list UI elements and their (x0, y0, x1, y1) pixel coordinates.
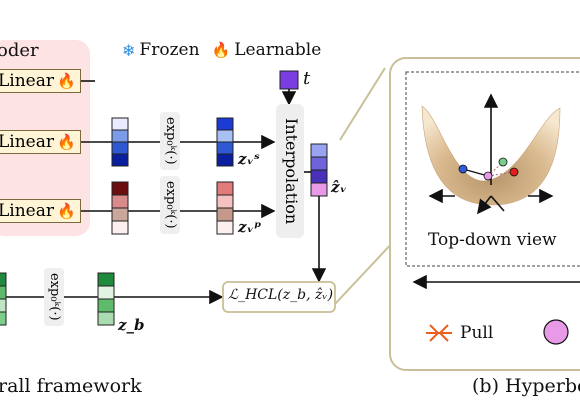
linear-label-2: Linear (0, 132, 54, 152)
red-point (509, 167, 519, 177)
pull-icon (426, 324, 452, 342)
t-block (279, 70, 299, 90)
flame-icon: 🔥 (57, 202, 76, 220)
linear-box-2: Linear 🔥 (0, 130, 81, 154)
pull-label: Pull (460, 323, 494, 343)
axis-front (477, 195, 492, 215)
linear-box-1: Linear 🔥 (0, 69, 81, 93)
connector-top (339, 67, 386, 141)
learnable-label: Learnable (234, 40, 322, 60)
exp-map-1: exp₀ᵏ(·) (160, 112, 180, 170)
flame-icon: 🔥 (57, 133, 76, 151)
loss-box (222, 281, 336, 313)
snowflake-icon: ❄ (122, 40, 136, 60)
legend: ❄ Frozen 🔥 Learnable (122, 40, 321, 60)
zvp-stack (216, 181, 234, 235)
zv-hat-stack (310, 143, 328, 197)
zvs-label: zᵥˢ (238, 150, 260, 168)
right-caption: (b) Hyperbo (472, 375, 580, 397)
pink-legend-circle (543, 319, 569, 345)
flame-icon: 🔥 (57, 72, 76, 90)
axis-back (490, 195, 505, 212)
frozen-label: Frozen (139, 40, 200, 60)
connector-bottom (334, 239, 396, 305)
zvs-stack (216, 117, 234, 167)
exp-map-3: exp₀ᵏ(·) (44, 268, 64, 326)
zb-stack (97, 272, 115, 326)
exp-map-2: exp₀ᵏ(·) (160, 176, 180, 234)
green-input-stack (0, 272, 7, 326)
linear-box-3: Linear 🔥 (0, 199, 81, 223)
zvp-label: zᵥᵖ (238, 218, 262, 236)
encoder-title: oder (0, 40, 39, 61)
view-label: Top-down view (428, 230, 557, 250)
green-point (498, 157, 508, 167)
interpolation-block: Interpolation (276, 104, 304, 238)
left-caption: rall framework (0, 375, 142, 397)
t-label: t (303, 68, 311, 89)
loss-label: ℒ_HCL(z_b, ẑᵥ) (228, 287, 334, 303)
blue-point (458, 164, 468, 174)
flame-icon: 🔥 (211, 41, 231, 59)
linear-label-1: Linear (0, 71, 54, 91)
pink-point (483, 171, 493, 181)
blue-input-stack (111, 117, 129, 167)
zb-label: z_b (118, 316, 145, 334)
zv-hat-label: ẑᵥ (331, 178, 347, 196)
view-frame (405, 71, 580, 267)
red-input-stack (111, 181, 129, 235)
linear-label-3: Linear (0, 201, 54, 221)
